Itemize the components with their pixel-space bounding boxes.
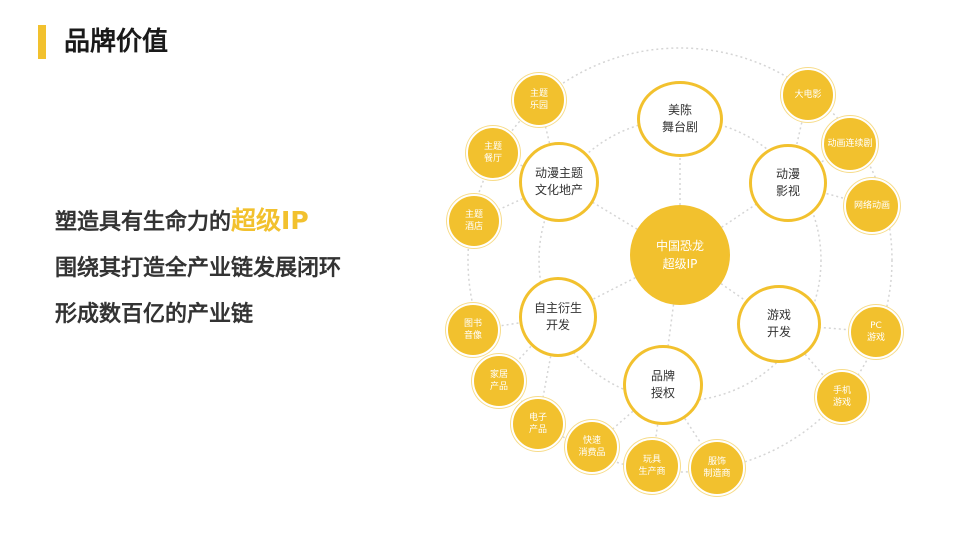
- outer-ring: [467, 47, 893, 473]
- node-meichen-stage: 美陈 舞台剧: [637, 81, 723, 157]
- node-brand-license: 品牌 授权: [623, 345, 703, 425]
- node-derivative-dev: 自主衍生 开发: [519, 277, 597, 357]
- sub-node-fmcg: 快速 消费品: [565, 420, 619, 474]
- statement-highlight: 超级IP: [231, 206, 309, 235]
- title-accent-bar: [38, 25, 46, 59]
- sub-node-theme-hotel: 主题 酒店: [447, 194, 501, 248]
- sub-node-books-media: 图书 音像: [446, 303, 500, 357]
- sub-node-electronics: 电子 产品: [511, 397, 565, 451]
- statement-line-2-text: 围绕其打造全产业链发展闭环: [55, 256, 342, 281]
- statement-line-1: 塑造具有生命力的超级IP: [55, 198, 341, 246]
- sub-node-pc-game: PC 游戏: [849, 305, 903, 359]
- sub-node-apparel-maker: 服饰 制造商: [689, 440, 745, 496]
- node-anime-film: 动漫 影视: [749, 144, 827, 222]
- connector-13: [651, 384, 664, 467]
- statement-line-2: 围绕其打造全产业链发展闭环: [55, 246, 341, 292]
- sub-node-home-products: 家居 产品: [472, 354, 526, 408]
- sub-node-mobile-game: 手机 游戏: [815, 370, 869, 424]
- sub-node-web-animation: 网络动画: [844, 178, 900, 234]
- statement-line-3: 形成数百亿的产业链: [55, 292, 341, 338]
- page-title: 品牌价值: [64, 27, 169, 57]
- node-game-dev: 游戏 开发: [737, 285, 821, 363]
- statement-line-1-text: 塑造具有生命力的: [55, 210, 232, 235]
- connector-6: [558, 181, 681, 256]
- sub-node-animation-series: 动画连续剧: [822, 116, 878, 172]
- sub-node-toy-maker: 玩具 生产商: [624, 438, 680, 494]
- node-theme-realty: 动漫主题 文化地产: [519, 142, 599, 222]
- sub-node-theme-park: 主题 乐园: [512, 73, 566, 127]
- core-node-dinosaur-ip: 中国恐龙 超级IP: [630, 205, 730, 305]
- sub-node-movie: 大电影: [781, 68, 835, 122]
- sub-node-theme-restaurant: 主题 餐厅: [466, 126, 520, 180]
- value-statement: 塑造具有生命力的超级IP 围绕其打造全产业链发展闭环 形成数百亿的产业链: [55, 198, 341, 338]
- statement-line-3-text: 形成数百亿的产业链: [55, 302, 254, 327]
